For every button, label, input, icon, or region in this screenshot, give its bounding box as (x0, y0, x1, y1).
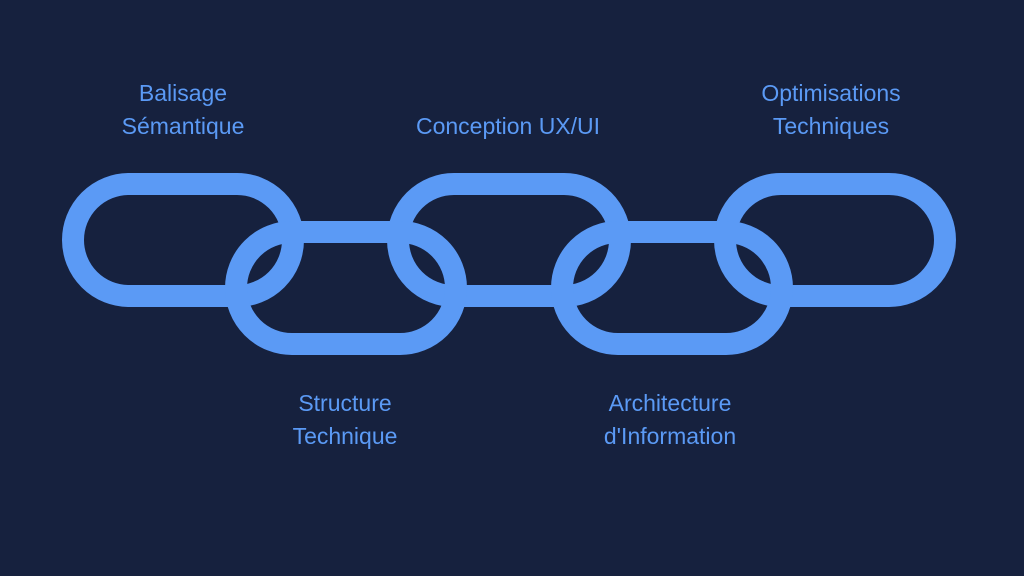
label-balisage-semantique: Balisage Sémantique (83, 77, 283, 143)
label-line: Architecture (608, 390, 732, 416)
label-line: d'Information (603, 423, 737, 449)
label-architecture-information: Architecture d'Information (570, 387, 770, 453)
label-line: Techniques (772, 113, 890, 139)
label-line: Structure (298, 390, 392, 416)
label-line: Sémantique (121, 113, 245, 139)
label-line: Balisage (138, 80, 228, 106)
chain-link-structure (225, 221, 467, 355)
label-conception-ux-ui: Conception UX/UI (358, 110, 658, 143)
label-line: Conception UX/UI (415, 113, 601, 139)
chain-link-architecture (551, 221, 793, 355)
label-optimisations-techniques: Optimisations Techniques (731, 77, 931, 143)
label-line: Technique (292, 423, 398, 449)
label-line: Optimisations (761, 80, 901, 106)
label-structure-technique: Structure Technique (245, 387, 445, 453)
